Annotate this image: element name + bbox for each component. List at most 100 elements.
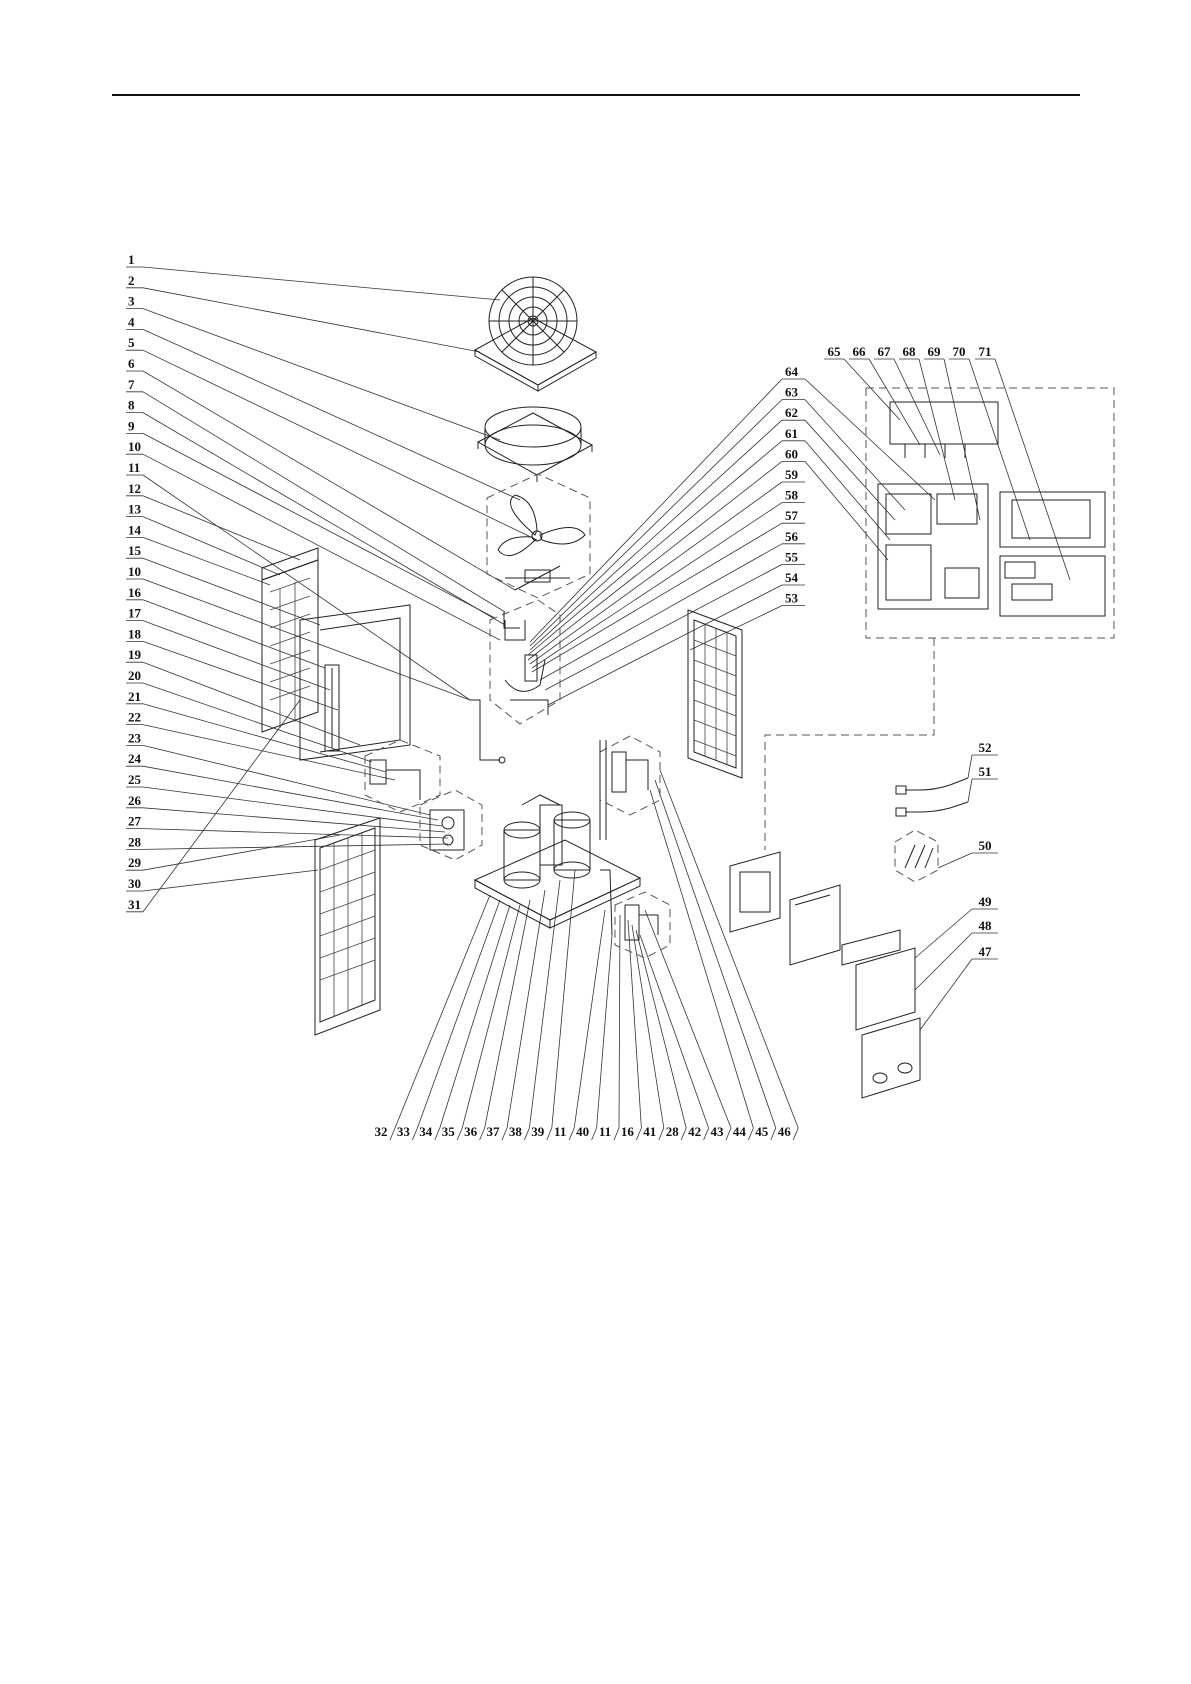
part-label-L0: 1: [128, 252, 135, 267]
part-label-L7: 8: [128, 398, 135, 413]
part-label-B6: 38: [509, 1124, 523, 1139]
part-label-L14: 15: [128, 543, 142, 558]
leader-line-L13: [143, 537, 270, 585]
part-label-L22: 22: [128, 710, 141, 725]
part-label-L8: 9: [128, 418, 135, 433]
leader-line-B18: [660, 770, 798, 1128]
leader-line-B14-u: [704, 1128, 709, 1140]
part-label-B13: 28: [666, 1124, 680, 1139]
part-label-B12: 41: [643, 1124, 656, 1139]
leader-line-B6-u: [524, 1128, 529, 1140]
part-label-B14: 42: [688, 1124, 701, 1139]
leader-line-L29: [143, 835, 340, 870]
leader-line-R3: [528, 441, 782, 655]
leader-line-R8: [540, 544, 782, 680]
leader-line-B13-u: [681, 1128, 686, 1140]
part-label-L29: 29: [128, 855, 142, 870]
part-label-R8: 56: [785, 529, 799, 544]
front-panels-stack: [842, 930, 920, 1098]
expansion-valve-assembly: [365, 740, 482, 860]
part-label-L6: 7: [128, 377, 135, 392]
part-label-R2: 62: [785, 405, 798, 420]
leader-line-B11-u: [636, 1128, 641, 1140]
leader-line-B2-u: [435, 1128, 440, 1140]
leader-line-B14: [640, 935, 709, 1128]
part-label-B15: 43: [711, 1124, 725, 1139]
part-label-M5: 47: [979, 944, 993, 959]
leader-line-L3: [143, 329, 520, 500]
leader-line-R4: [528, 461, 782, 660]
part-label-L16: 16: [128, 585, 142, 600]
leader-line-L7: [143, 413, 505, 625]
part-label-L18: 18: [128, 626, 142, 641]
leader-line-B5-u: [502, 1128, 507, 1140]
leader-line-L16: [143, 600, 325, 668]
pipe-piece: [504, 612, 520, 628]
part-label-L19: 19: [128, 647, 142, 662]
part-label-L21: 21: [128, 689, 141, 704]
part-label-R3: 61: [785, 426, 798, 441]
part-label-T0: 65: [828, 344, 842, 359]
leader-line-R0: [530, 379, 782, 642]
leader-line-B4-u: [480, 1128, 485, 1140]
accumulator-group: [600, 736, 660, 840]
leader-line-B3-u: [457, 1128, 462, 1140]
leader-line-L1: [143, 288, 480, 352]
part-label-L20: 20: [128, 668, 141, 683]
part-label-L13: 14: [128, 522, 142, 537]
part-label-L10: 11: [128, 460, 140, 475]
part-label-T5: 70: [953, 344, 966, 359]
leader-line-M1: [968, 779, 972, 802]
part-label-B18: 46: [778, 1124, 792, 1139]
part-label-B17: 45: [755, 1124, 769, 1139]
leader-line-L26: [143, 808, 445, 832]
part-label-L1: 2: [128, 273, 135, 288]
part-label-T3: 68: [903, 344, 917, 359]
part-label-L3: 4: [128, 314, 135, 329]
leader-line-L0: [143, 267, 500, 300]
part-label-M0: 52: [979, 740, 992, 755]
left-frame-heat-exchanger: [262, 548, 410, 760]
part-label-B8: 11: [554, 1124, 566, 1139]
leader-line-M4: [915, 933, 972, 990]
part-label-L11: 12: [128, 481, 141, 496]
leader-line-R2-b: [805, 420, 895, 520]
leader-line-B13: [636, 930, 686, 1128]
leader-line-L17: [143, 621, 330, 690]
leader-line-R0-b: [805, 379, 935, 500]
leader-line-M5: [920, 959, 972, 1030]
fan-assembly: [487, 474, 590, 598]
part-label-B4: 36: [464, 1124, 478, 1139]
leader-line-L5: [143, 371, 515, 590]
part-label-R5: 59: [785, 467, 799, 482]
part-label-R4: 60: [785, 446, 798, 461]
leader-line-B16-u: [748, 1128, 753, 1140]
part-label-R6: 58: [785, 488, 799, 503]
part-label-L17: 17: [128, 606, 142, 621]
leader-line-L30: [143, 870, 318, 891]
part-label-L12: 13: [128, 502, 142, 517]
leader-line-R1: [530, 400, 782, 646]
drain-pipe: [600, 870, 612, 935]
leader-line-R4-b: [805, 461, 888, 560]
part-label-L2: 3: [128, 294, 135, 309]
leader-line-B9-u: [592, 1128, 597, 1140]
leader-line-L21: [143, 704, 386, 772]
service-valve-group: [615, 892, 670, 958]
leader-line-B1-u: [412, 1128, 417, 1140]
leader-line-M2: [938, 853, 972, 868]
leader-line-T3: [919, 359, 955, 500]
leader-line-M3: [915, 909, 972, 958]
part-label-B16: 44: [733, 1124, 747, 1139]
leader-line-R10: [548, 585, 782, 705]
part-label-B1: 33: [397, 1124, 411, 1139]
part-label-R11: 53: [785, 591, 799, 606]
part-label-T2: 67: [878, 344, 892, 359]
leader-line-L27: [143, 829, 448, 838]
part-label-T4: 69: [928, 344, 942, 359]
part-label-B3: 35: [442, 1124, 456, 1139]
connection-pipe: [470, 700, 500, 760]
part-label-L28: 28: [128, 834, 142, 849]
leader-line-B18-u: [793, 1128, 798, 1140]
leader-line-L28: [143, 844, 448, 849]
